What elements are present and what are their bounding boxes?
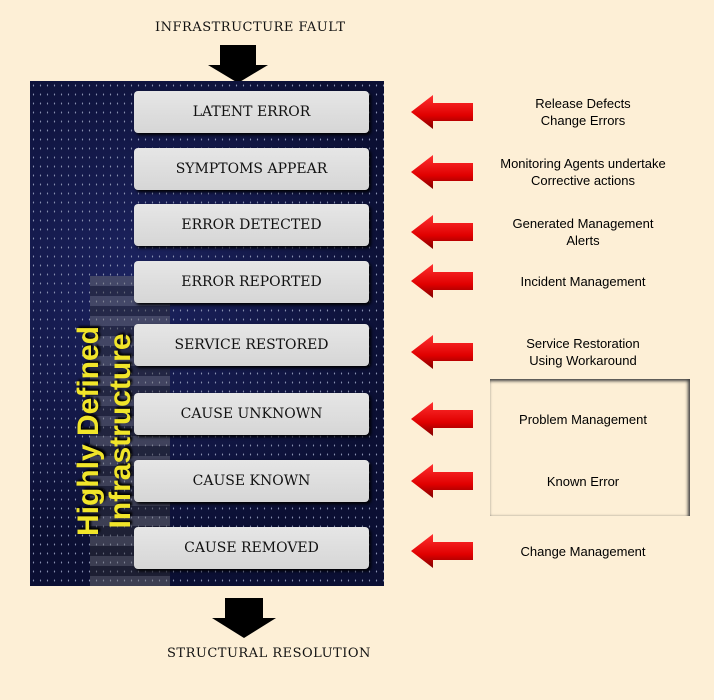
stage-note: Known Error <box>546 473 620 489</box>
stage-box: Symptoms Appear <box>134 148 369 190</box>
stage-note: Problem Management <box>519 411 647 427</box>
stage-box: Service Restored <box>134 324 369 366</box>
stage-box: Latent Error <box>134 91 369 133</box>
red-arrow-icon <box>411 264 473 298</box>
top-label: Infrastructure Fault <box>155 20 346 35</box>
stage-box: Cause Known <box>134 460 369 502</box>
red-arrow-icon <box>411 215 473 249</box>
stage-note: Change Management <box>520 543 646 559</box>
stage-box: Cause Unknown <box>134 393 369 435</box>
red-arrow-icon <box>411 155 473 189</box>
bottom-label: Structural Resolution <box>167 646 371 661</box>
down-arrow-bottom-icon <box>212 598 276 638</box>
red-arrow-icon <box>411 335 473 369</box>
down-arrow-top-icon <box>208 45 268 83</box>
stage-box: Cause Removed <box>134 527 369 569</box>
stage-box: Error Detected <box>134 204 369 246</box>
red-arrow-icon <box>411 464 473 498</box>
stage-note: Incident Management <box>520 273 646 289</box>
red-arrow-icon <box>411 534 473 568</box>
stage-box: Error Reported <box>134 261 369 303</box>
red-arrow-icon <box>411 95 473 129</box>
red-arrow-icon <box>411 402 473 436</box>
problem-management-frame <box>490 379 690 516</box>
